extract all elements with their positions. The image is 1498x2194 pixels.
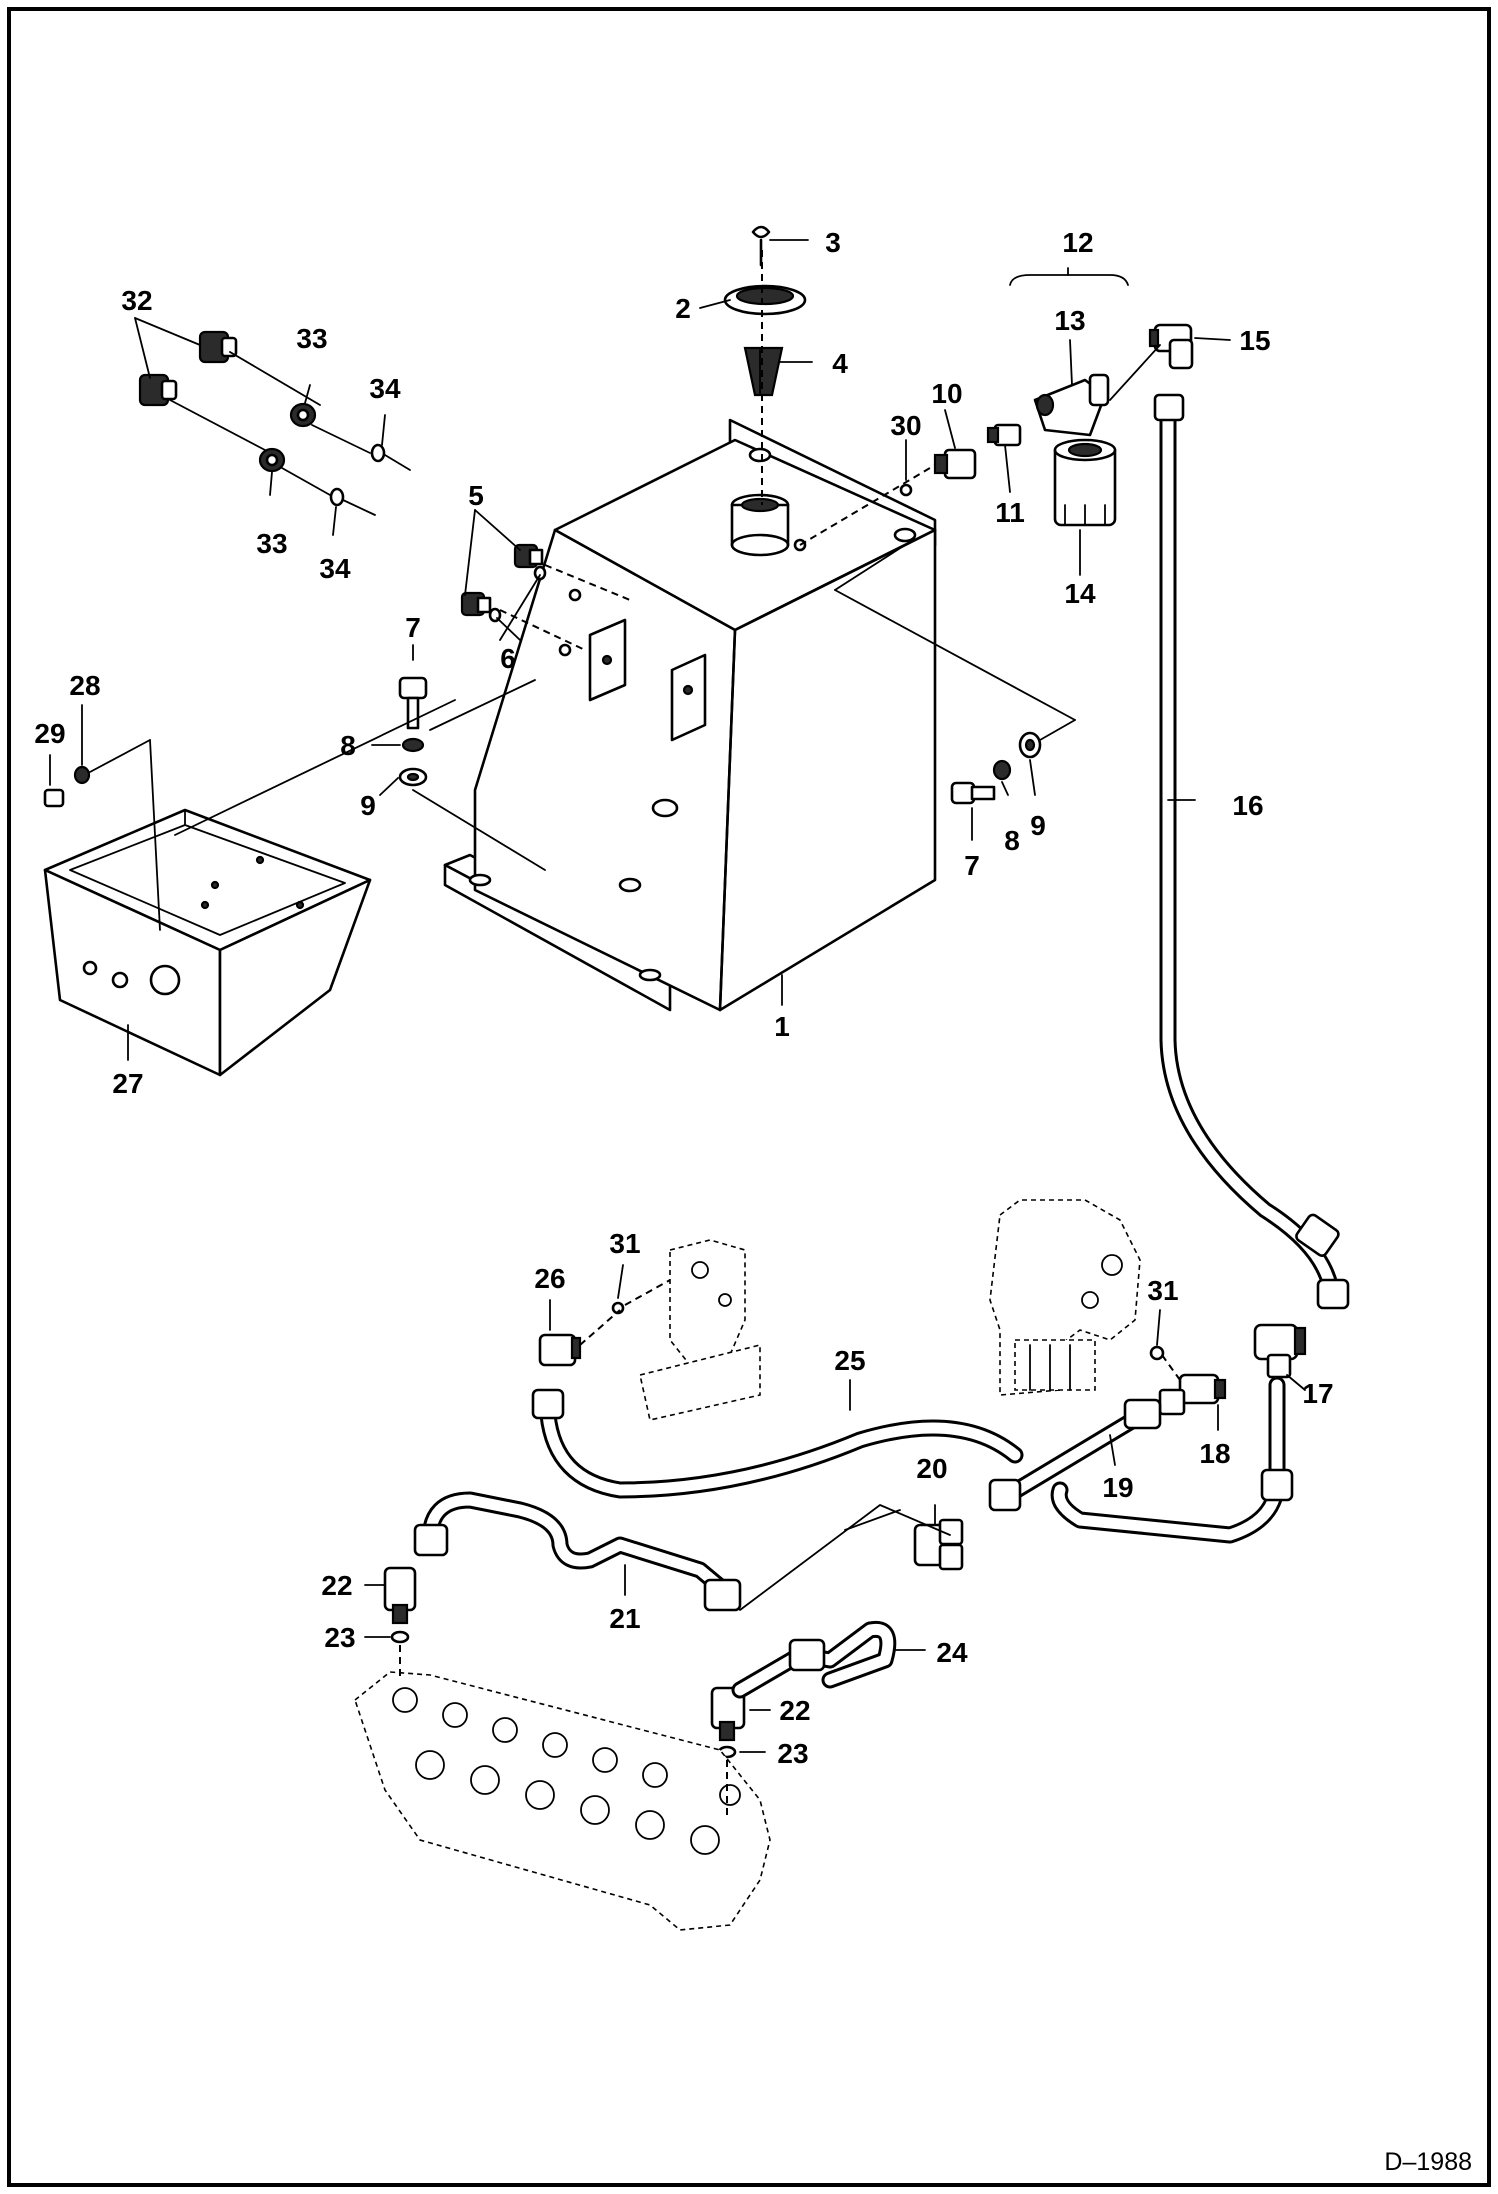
callout-2: 2 xyxy=(675,293,691,324)
plugs-32 xyxy=(138,330,238,407)
document-id: D–1988 xyxy=(1384,2148,1472,2176)
tube-19 xyxy=(988,1398,1162,1512)
callout-33-top: 33 xyxy=(296,323,327,354)
callout-3: 3 xyxy=(825,227,841,258)
battery-box xyxy=(43,808,372,1077)
washer-28 xyxy=(73,765,91,785)
callout-18: 18 xyxy=(1199,1438,1230,1469)
callout-8-left: 8 xyxy=(340,730,356,761)
callout-9-left: 9 xyxy=(360,790,376,821)
callout-7-left: 7 xyxy=(405,612,421,643)
leader-lines xyxy=(49,239,1306,1820)
callout-19: 19 xyxy=(1102,1472,1133,1503)
washer-9-right xyxy=(1018,731,1042,759)
bolt-7-right xyxy=(950,781,996,805)
swing-motor xyxy=(989,1199,1141,1396)
hose-25 xyxy=(531,1388,1024,1499)
control-valve xyxy=(354,1671,771,1931)
filter-assembly xyxy=(899,373,1117,527)
callout-23-right: 23 xyxy=(777,1738,808,1769)
callout-20: 20 xyxy=(916,1453,947,1484)
lockwasher-8-left xyxy=(401,737,425,753)
lockwasher-8-right xyxy=(992,759,1012,781)
callout-29: 29 xyxy=(34,718,65,749)
callout-7-right: 7 xyxy=(964,850,980,881)
fittings-5 xyxy=(460,543,544,617)
elbow-fitting-26 xyxy=(538,1301,625,1367)
callout-13: 13 xyxy=(1054,305,1085,336)
callout-16: 16 xyxy=(1232,790,1263,821)
o-rings-34 xyxy=(329,443,386,507)
callout-33-bottom: 33 xyxy=(256,528,287,559)
callout-12: 12 xyxy=(1062,227,1093,258)
callout-21: 21 xyxy=(609,1603,640,1634)
callout-24: 24 xyxy=(936,1637,968,1668)
tube-24 xyxy=(731,1620,897,1699)
callout-26: 26 xyxy=(534,1263,565,1294)
callout-9-right: 9 xyxy=(1030,810,1046,841)
callout-4: 4 xyxy=(832,348,848,379)
callout-11: 11 xyxy=(995,497,1025,528)
o-rings-6 xyxy=(488,565,547,623)
washer-9-left xyxy=(398,767,428,787)
callout-14: 14 xyxy=(1064,578,1096,609)
callout-6: 6 xyxy=(500,643,516,674)
diagram-border xyxy=(7,7,1491,2187)
callout-34-top: 34 xyxy=(369,373,401,404)
callout-32: 32 xyxy=(121,285,152,316)
callout-23-left: 23 xyxy=(324,1622,355,1653)
tee-fittings xyxy=(1149,1323,1307,1416)
filler-cap-assembly xyxy=(723,225,807,397)
callout-5: 5 xyxy=(468,480,484,511)
callout-27: 27 xyxy=(112,1068,143,1099)
tee-fitting-20 xyxy=(913,1518,964,1571)
swivel-joint xyxy=(639,1239,761,1421)
tube-21 xyxy=(413,1491,742,1612)
elbow-fitting-15 xyxy=(1148,323,1194,370)
callout-17: 17 xyxy=(1302,1378,1333,1409)
hydraulic-tank xyxy=(443,418,937,1012)
callout-labels: 1 2 3 4 5 6 7 8 9 7 8 9 10 11 12 13 14 1… xyxy=(34,227,1333,1769)
callout-22-left: 22 xyxy=(321,1570,352,1601)
callout-25: 25 xyxy=(834,1345,865,1376)
callout-34-bottom: 34 xyxy=(319,553,351,584)
screw-29 xyxy=(43,788,65,808)
elbow-fitting-22-left xyxy=(383,1566,417,1644)
bolt-7-left xyxy=(398,676,428,730)
callout-15: 15 xyxy=(1239,325,1270,356)
hose-17-return xyxy=(1050,1376,1294,1544)
callout-8-right: 8 xyxy=(1004,825,1020,856)
callout-22-right: 22 xyxy=(779,1695,810,1726)
callout-31-right: 31 xyxy=(1147,1275,1178,1306)
callout-1: 1 xyxy=(774,1011,790,1042)
hose-16 xyxy=(1153,393,1350,1310)
callout-30: 30 xyxy=(890,410,921,441)
washers-33 xyxy=(258,402,317,473)
callout-10: 10 xyxy=(931,378,962,409)
callout-28: 28 xyxy=(69,670,100,701)
callout-31-left: 31 xyxy=(609,1228,640,1259)
